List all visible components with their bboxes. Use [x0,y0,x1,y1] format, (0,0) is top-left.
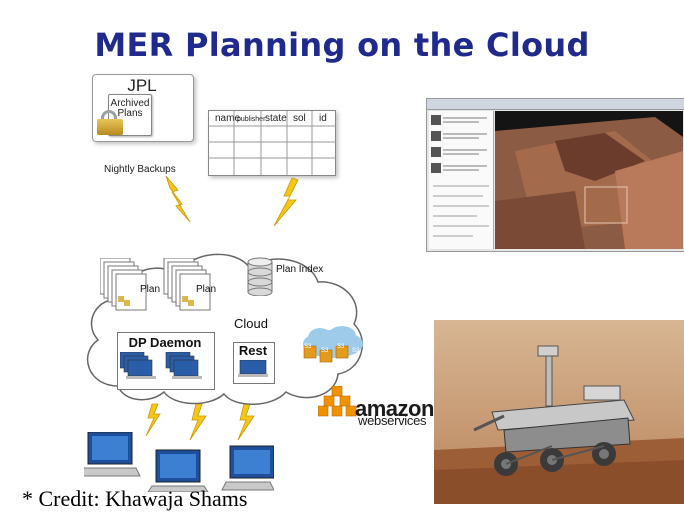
laptop-icon [147,449,209,492]
table-header-sol: sol [293,113,306,124]
plan-index-label: Plan Index [276,264,324,275]
table-grid [209,111,335,175]
mars-terrain-image [495,111,683,249]
lightning-icon [237,403,255,441]
lightning-icon [273,177,299,227]
lock-shackle-icon [101,110,117,123]
rest-label: Rest [238,343,268,358]
archived-plans-line1: Archived [110,98,150,109]
laptop-icon [238,360,268,377]
app-titlebar [427,99,684,110]
plan-stacks [100,258,211,311]
dp-daemon-label: DP Daemon [128,335,202,350]
s3-label: S3 [321,348,329,354]
cloud-label: Cloud [234,316,268,331]
credit-text: * Credit: Khawaja Shams [22,486,248,511]
slide-title: MER Planning on the Cloud [94,26,590,64]
s3-label: S3 [352,348,360,354]
database-icon [247,257,273,296]
lightning-icon [145,403,161,437]
table-header-state: state [265,113,287,124]
rover-icon [473,345,635,476]
s3-label: S3 [337,344,345,350]
table-header-publisher: publisher [237,116,266,123]
table-header-name: name [215,113,241,124]
app-side-panel [429,111,494,249]
lock-icon [97,119,123,135]
dp-daemon-laptops [120,352,202,379]
database-table: name publisher state sol id [208,110,336,176]
table-header-id: id [319,113,327,124]
plan-label-1: Plan [140,284,161,295]
client-laptops [84,432,274,492]
lightning-icon [165,175,191,223]
planning-app-screenshot [426,98,684,252]
webservices-wordmark: webservices [358,413,427,428]
amazon-wordmark: amazon [355,396,434,421]
laptop-icon [221,445,274,491]
jpl-label: JPL [127,76,157,95]
plan-label-2: Plan [196,284,217,295]
lightning-icon [189,403,207,441]
archived-plans-line2: Plans [117,108,143,119]
laptop-icon [84,432,141,477]
aws-cubes-logo [318,386,357,417]
nightly-backups-label: Nightly Backups [104,164,176,175]
mars-rover-photo [434,320,684,504]
s3-label: S3 [304,344,312,350]
s3-cloud-icon [303,326,363,363]
